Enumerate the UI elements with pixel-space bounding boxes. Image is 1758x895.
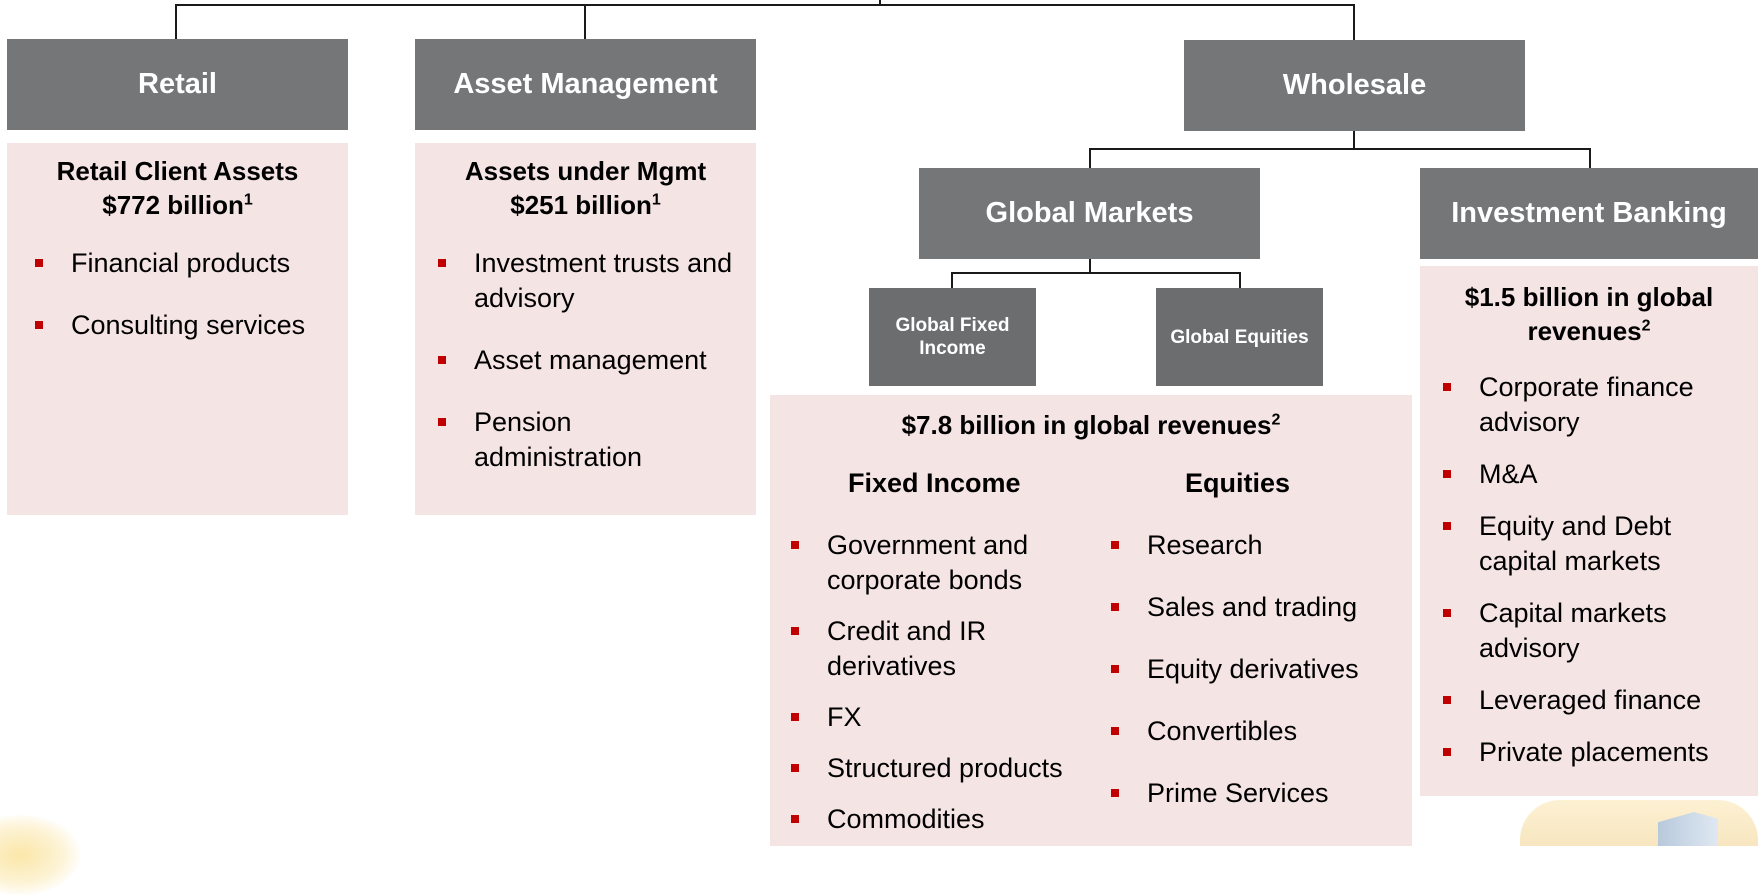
global-equities-header: Global Equities bbox=[1156, 288, 1323, 386]
asset-management-header: Asset Management bbox=[415, 39, 756, 130]
list-item: Commodities bbox=[790, 802, 1090, 837]
gm-title-text: $7.8 billion in global revenues bbox=[901, 410, 1272, 440]
gm-panel-title: $7.8 billion in global revenues2 bbox=[770, 408, 1412, 442]
ib-footnote: 2 bbox=[1641, 317, 1651, 335]
am-list: Investment trusts and advisory Asset man… bbox=[437, 246, 737, 475]
list-item: Equity and Debt capital markets bbox=[1442, 509, 1699, 579]
retail-list: Financial products Consulting services bbox=[34, 246, 348, 343]
building-shape bbox=[1658, 812, 1718, 846]
ib-title-line1: $1.5 billion in global bbox=[1464, 282, 1714, 312]
connector-top-horizontal bbox=[175, 4, 1355, 6]
equities-column: Equities Research Sales and trading Equi… bbox=[1110, 466, 1410, 811]
ib-title-line2: revenues bbox=[1527, 316, 1642, 346]
list-item: Research bbox=[1110, 528, 1410, 563]
investment-banking-header: Investment Banking bbox=[1420, 168, 1758, 259]
wholesale-header: Wholesale bbox=[1184, 40, 1525, 131]
connector-wholesale bbox=[1353, 4, 1355, 40]
fixed-income-list: Government and corporate bonds Credit an… bbox=[790, 528, 1090, 837]
asset-management-panel: Assets under Mgmt $251 billion1 Investme… bbox=[415, 143, 756, 515]
retail-header: Retail bbox=[7, 39, 348, 130]
connector-gm-down bbox=[1089, 259, 1091, 273]
list-item: Corporate finance advisory bbox=[1442, 370, 1699, 440]
connector-equities bbox=[1239, 272, 1241, 288]
connector-investment-banking bbox=[1589, 148, 1591, 168]
list-item: Leveraged finance bbox=[1442, 683, 1742, 718]
list-item: Financial products bbox=[34, 246, 348, 281]
connector-gm-horizontal bbox=[951, 272, 1241, 274]
ib-list: Corporate finance advisory M&A Equity an… bbox=[1442, 370, 1742, 770]
am-footnote: 1 bbox=[651, 191, 661, 209]
list-item: Capital markets advisory bbox=[1442, 596, 1699, 666]
list-item: Structured products bbox=[790, 751, 1090, 786]
list-item: M&A bbox=[1442, 457, 1742, 492]
global-markets-header: Global Markets bbox=[919, 168, 1260, 259]
connector-global-markets bbox=[1089, 148, 1091, 168]
decorative-glow-left bbox=[0, 815, 80, 895]
list-item: Pension administration bbox=[437, 405, 642, 475]
am-panel-title: Assets under Mgmt $251 billion1 bbox=[415, 154, 756, 222]
list-item: Prime Services bbox=[1110, 776, 1410, 811]
equities-list: Research Sales and trading Equity deriva… bbox=[1110, 528, 1410, 811]
global-markets-panel: $7.8 billion in global revenues2 Fixed I… bbox=[770, 395, 1412, 846]
retail-footnote: 1 bbox=[243, 191, 253, 209]
retail-title-line2: $772 billion bbox=[102, 190, 244, 220]
list-item: Government and corporate bonds bbox=[790, 528, 1090, 598]
connector-fixed-income bbox=[951, 272, 953, 288]
list-item: Credit and IR derivatives bbox=[790, 614, 1017, 684]
list-item: Sales and trading bbox=[1110, 590, 1410, 625]
retail-panel-title: Retail Client Assets $772 billion1 bbox=[7, 154, 348, 222]
list-item: FX bbox=[790, 700, 1090, 735]
global-fixed-income-header: Global Fixed Income bbox=[869, 288, 1036, 386]
fixed-income-heading: Fixed Income bbox=[848, 468, 1021, 498]
list-item: Investment trusts and advisory bbox=[437, 246, 737, 316]
connector-asset-management bbox=[584, 4, 586, 40]
retail-title-line1: Retail Client Assets bbox=[56, 156, 299, 186]
connector-retail bbox=[175, 4, 177, 40]
fixed-income-column: Fixed Income Government and corporate bo… bbox=[790, 466, 1090, 837]
connector-wholesale-horizontal bbox=[1089, 148, 1591, 150]
decorative-building bbox=[1520, 800, 1758, 846]
am-title-line1: Assets under Mgmt bbox=[464, 156, 707, 186]
am-title-line2: $251 billion bbox=[510, 190, 652, 220]
investment-banking-panel: $1.5 billion in global revenues2 Corpora… bbox=[1420, 266, 1758, 796]
gm-footnote: 2 bbox=[1271, 411, 1281, 429]
connector-top-stub bbox=[879, 0, 881, 6]
connector-wholesale-down bbox=[1353, 131, 1355, 150]
ib-panel-title: $1.5 billion in global revenues2 bbox=[1420, 280, 1758, 348]
list-item: Convertibles bbox=[1110, 714, 1410, 749]
list-item: Consulting services bbox=[34, 308, 348, 343]
list-item: Private placements bbox=[1442, 735, 1742, 770]
retail-panel: Retail Client Assets $772 billion1 Finan… bbox=[7, 143, 348, 515]
list-item: Equity derivatives bbox=[1110, 652, 1410, 687]
list-item: Asset management bbox=[437, 343, 737, 378]
equities-heading: Equities bbox=[1185, 468, 1291, 498]
